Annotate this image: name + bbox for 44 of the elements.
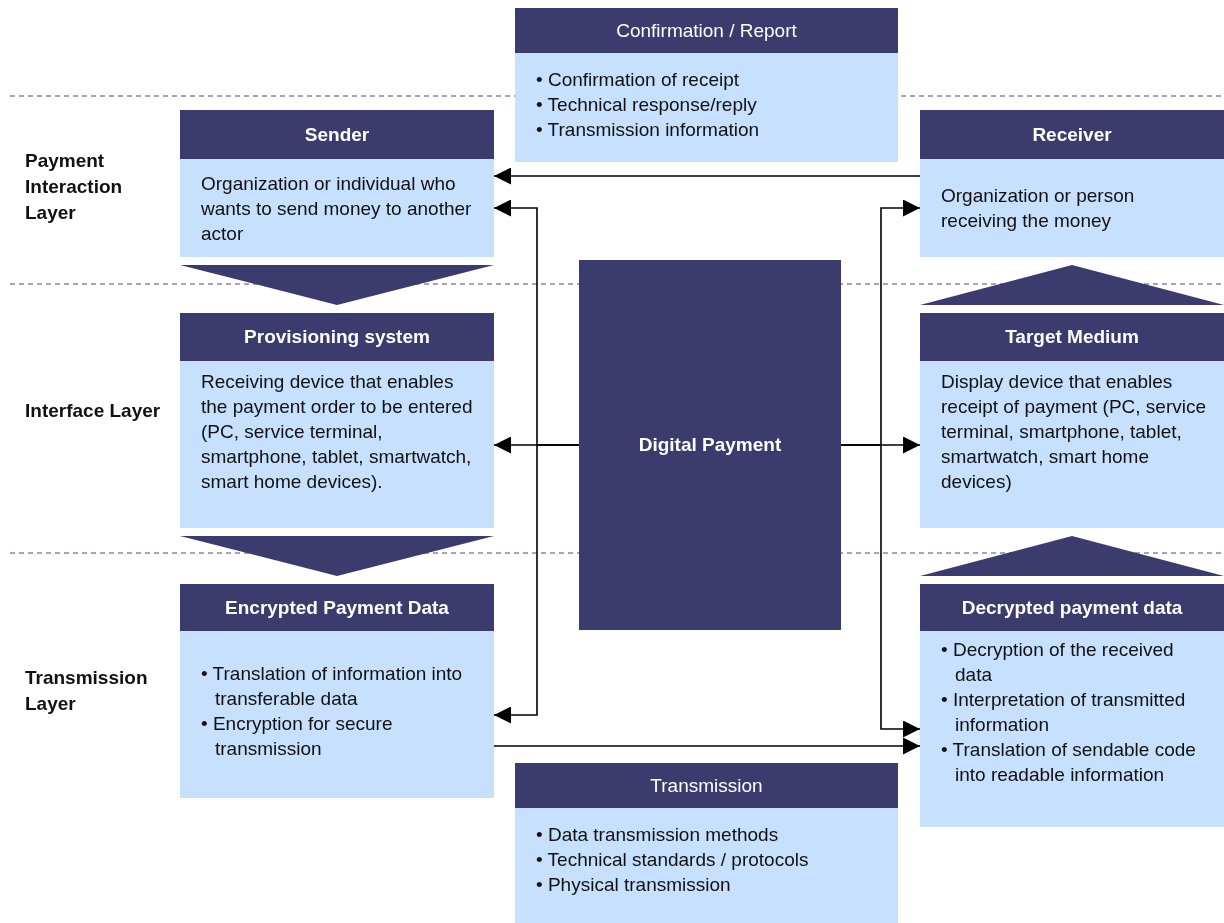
central-box (579, 260, 841, 630)
bullet-item: • Translation of information into transferable data (201, 662, 464, 711)
layer-label: Interface Layer (25, 399, 162, 423)
bullet-item: • Physical transmission (536, 873, 732, 897)
bullet-item: • Confirmation of receipt (536, 68, 741, 92)
arrow (493, 737, 921, 755)
bullet-item: • Technical response/reply (536, 93, 758, 117)
card-text: Display device that enables receipt of payment (PC, service terminal, smartphone, tablet, smartwatch, smart home devices) (941, 370, 1208, 494)
card-header: Decrypted payment data (920, 584, 1224, 631)
card-text: Organization or person receiving the money (941, 184, 1136, 233)
info-card (920, 313, 1224, 528)
card-text: Receiving device that enables the payment order to be entered (PC, service terminal, smartphone, tablet, smartwatch, smart home devices). (201, 370, 474, 494)
card-header: Target Medium (920, 313, 1224, 361)
bullet-item: • Translation of sendable code into readable information (941, 738, 1197, 787)
bullet-item: • Interpretation of transmitted information (941, 688, 1187, 737)
info-card (515, 763, 898, 923)
card-header: Encrypted Payment Data (180, 584, 494, 631)
info-card (920, 110, 1224, 257)
card-header: Transmission (515, 763, 898, 808)
chevron-arrow (180, 536, 494, 576)
layer-label: Payment Interaction Layer (25, 149, 124, 225)
info-card (180, 313, 494, 528)
arrow (493, 167, 921, 185)
bullet-item: • Decryption of the received data (941, 638, 1175, 687)
info-card (920, 584, 1224, 827)
info-card (515, 8, 898, 162)
bullet-item: • Transmission information (536, 118, 761, 142)
card-header: Receiver (920, 110, 1224, 159)
card-header: Confirmation / Report (515, 8, 898, 53)
chevron-arrow (920, 265, 1224, 305)
info-card (180, 110, 494, 257)
card-text: Organization or individual who wants to send money to another actor (201, 172, 473, 246)
arrow (493, 444, 580, 724)
arrow (840, 444, 921, 738)
bullet-item: • Technical standards / protocols (536, 848, 810, 872)
card-header: Provisioning system (180, 313, 494, 361)
box-title: Digital Payment (638, 434, 782, 456)
chevron-arrow (180, 265, 494, 305)
card-header: Sender (180, 110, 494, 159)
info-card (180, 584, 494, 798)
chevron-arrow (920, 536, 1224, 576)
bullet-item: • Encryption for secure transmission (201, 712, 394, 761)
layer-label: Transmission Layer (25, 666, 149, 716)
bullet-item: • Data transmission methods (536, 823, 780, 847)
